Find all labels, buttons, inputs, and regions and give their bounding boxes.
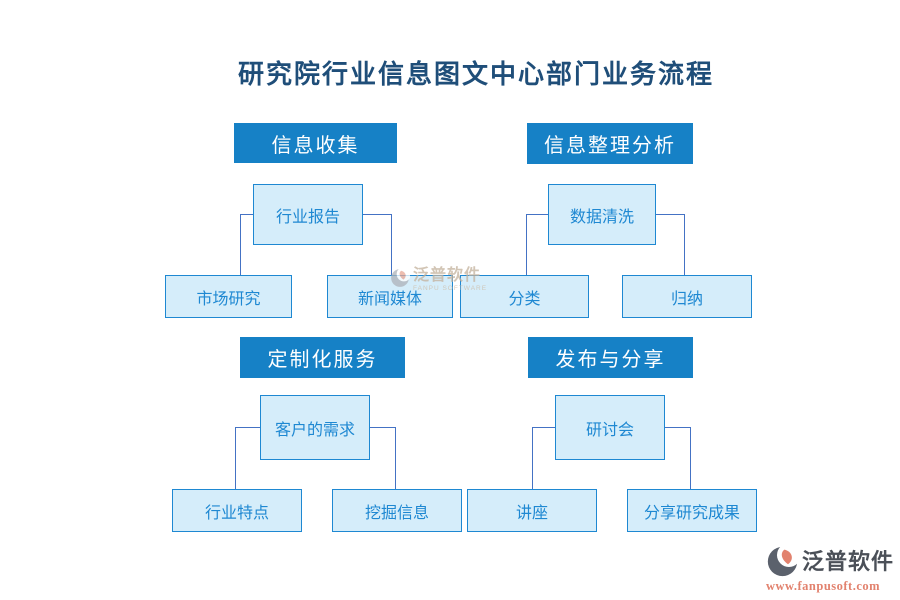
node-lecture: 讲座: [467, 489, 597, 532]
connector: [532, 427, 533, 489]
connector: [240, 214, 253, 215]
node-market-research: 市场研究: [165, 275, 292, 318]
connector: [690, 427, 691, 489]
node-seminar: 研讨会: [555, 395, 665, 460]
connector: [684, 214, 685, 276]
connector: [526, 214, 527, 276]
node-industry-characteristics: 行业特点: [172, 489, 302, 532]
page-title: 研究院行业信息图文中心部门业务流程: [237, 60, 715, 89]
connector: [391, 214, 392, 276]
node-induction: 归纳: [622, 275, 752, 318]
connector: [665, 427, 690, 428]
footer-brand-url: www.fanpusoft.com: [766, 579, 881, 593]
footer-brand-name: 泛普软件: [802, 548, 895, 574]
connector: [532, 427, 555, 428]
section-header-publish-share: 发布与分享: [528, 337, 693, 378]
section-header-info-collection: 信息收集: [234, 123, 397, 163]
node-customer-needs: 客户的需求: [260, 395, 370, 460]
connector: [526, 214, 548, 215]
footer-brand: 泛普软件 www.fanpusoft.com: [766, 545, 894, 593]
connector: [370, 427, 395, 428]
section-header-custom-service: 定制化服务: [240, 337, 405, 378]
connector: [235, 427, 260, 428]
connector: [395, 427, 396, 489]
connector: [656, 214, 684, 215]
connector: [363, 214, 391, 215]
node-share-results: 分享研究成果: [627, 489, 757, 532]
node-industry-report: 行业报告: [253, 184, 363, 245]
node-classification: 分类: [460, 275, 589, 318]
node-data-cleaning: 数据清洗: [548, 184, 656, 245]
node-news-media: 新闻媒体: [327, 275, 453, 318]
connector: [240, 214, 241, 276]
fanpu-logo-icon: [767, 545, 799, 577]
connector: [235, 427, 236, 489]
section-header-info-analysis: 信息整理分析: [527, 123, 693, 164]
node-mining-info: 挖掘信息: [332, 489, 462, 532]
